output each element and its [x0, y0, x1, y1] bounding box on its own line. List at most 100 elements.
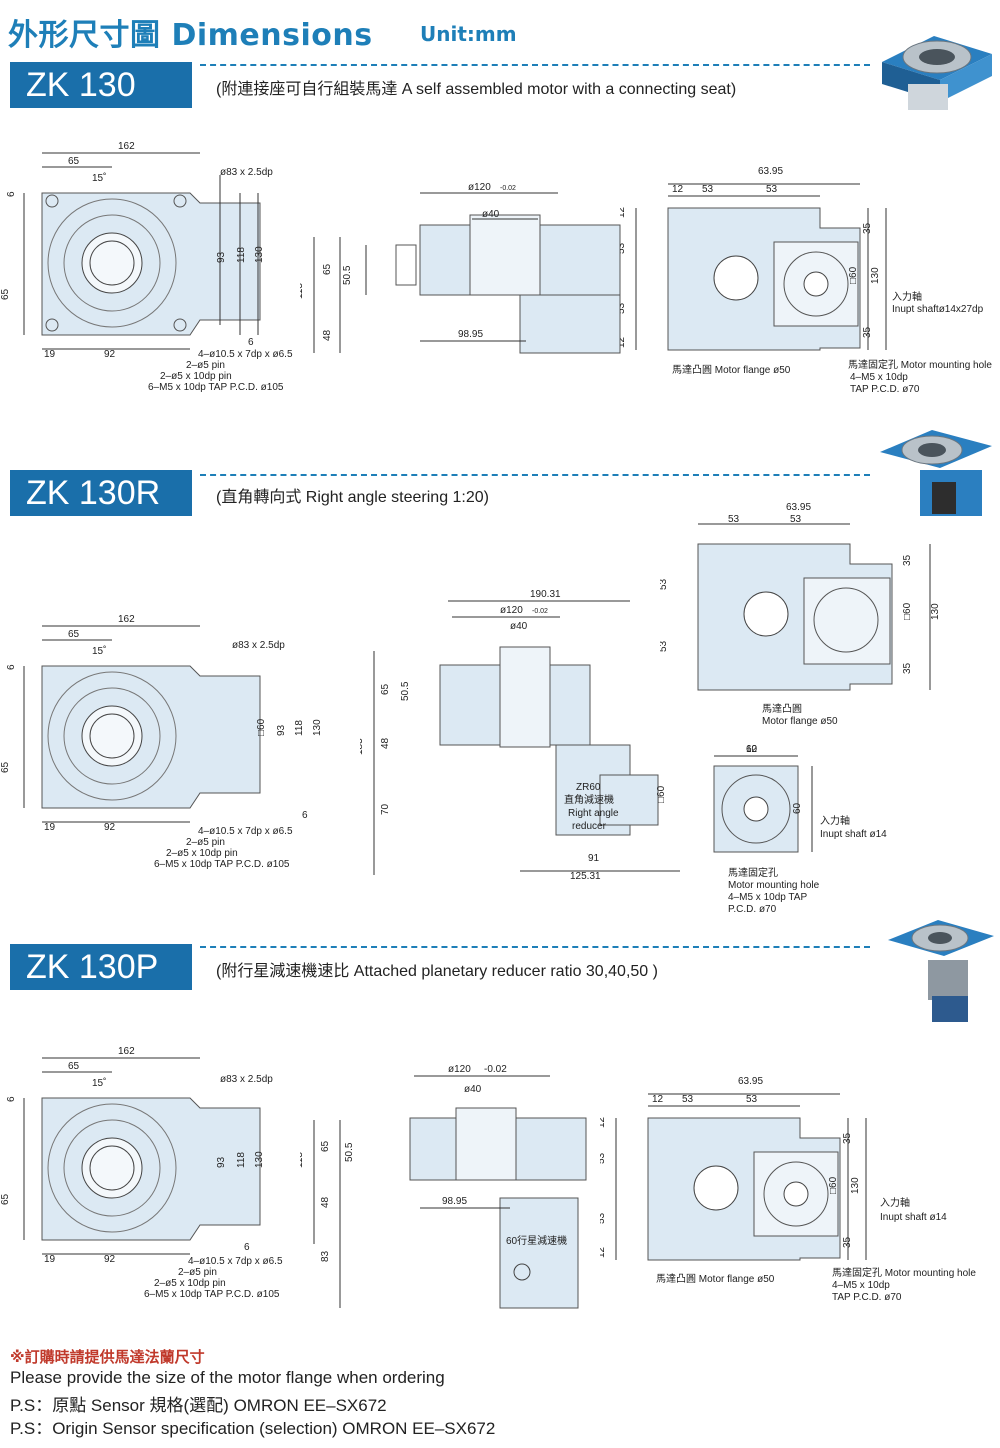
dim-text: 15˚	[92, 172, 106, 184]
model-badge-zk130: ZK 130	[10, 62, 192, 108]
dim-text: 53	[746, 1094, 758, 1105]
dim-text: 50.5	[342, 265, 353, 285]
dim-text: 92	[104, 349, 116, 360]
dim-text: 53	[600, 1152, 607, 1164]
dim-text: 118	[236, 247, 247, 263]
section-divider	[200, 64, 870, 66]
dim-text: ø83 x 2.5dp	[232, 640, 285, 651]
dim-text: 35	[842, 1236, 853, 1248]
dim-text: 35	[862, 326, 873, 338]
note-text: 4–ø10.5 x 7dp x ø6.5	[198, 349, 293, 360]
dim-text: 93	[216, 251, 227, 263]
dim-text: 65	[68, 156, 80, 167]
dim-text: 15˚	[92, 645, 106, 657]
dim-text: 65	[0, 761, 11, 773]
dim-text: 130	[870, 267, 881, 284]
model-badge-zk130r: ZK 130R	[10, 470, 192, 516]
note-text: 4–M5 x 10dp	[850, 372, 908, 383]
note-text: ZR60	[576, 782, 601, 793]
dim-text: 162	[118, 614, 135, 625]
dim-text: 53	[620, 242, 627, 254]
dim-text: 6	[244, 1242, 250, 1253]
dim-text: 65	[0, 288, 11, 300]
dim-text: 35	[842, 1132, 853, 1144]
dim-text: 98.95	[442, 1196, 467, 1207]
dim-text: 53	[766, 184, 778, 195]
dim-text: 12	[652, 1094, 664, 1105]
dim-text: □60	[256, 718, 267, 736]
note-text: P.C.D. ø70	[728, 904, 777, 915]
front-view-drawing: 162 65 15˚ ø83 x 2.5dp 6 65 □60 93 118 1…	[0, 614, 323, 870]
dim-text: 91	[588, 853, 600, 864]
note-text: 2–ø5 x 10dp pin	[160, 371, 232, 382]
dim-text: 93	[276, 724, 287, 736]
dim-text: 6	[6, 664, 17, 670]
dim-text: □60	[828, 1176, 839, 1194]
note-text: 馬達固定孔 Motor mounting hole	[848, 358, 992, 371]
dim-text: 118	[294, 720, 305, 736]
dim-text: 19	[44, 822, 56, 833]
note-text: 馬達凸圓 Motor flange ø50	[656, 1273, 775, 1285]
dim-text: 19	[44, 1254, 56, 1265]
note-text: TAP P.C.D. ø70	[850, 384, 920, 395]
note-text: 4–M5 x 10dp	[832, 1280, 890, 1291]
top-view-drawing: 63.95 53 53 53 53 35 □60 130 35 馬達凸圓 Mot…	[660, 502, 941, 727]
dim-text: 190.31	[530, 589, 561, 600]
product-photo-zk130r	[880, 430, 992, 516]
note-text: reducer	[572, 821, 607, 832]
note-text: 6–M5 x 10dp TAP P.C.D. ø105	[148, 382, 284, 393]
model-description: (附行星減速機速比 Attached planetary reducer rat…	[216, 963, 658, 980]
ps-note-cn: P.S：原點 Sensor 規格(選配) OMRON EE–SX672	[10, 1396, 387, 1415]
note-text: 入力軸	[820, 814, 850, 827]
dim-text: 162	[118, 141, 135, 152]
dim-text: 65	[0, 1193, 11, 1205]
dim-text: 53	[790, 514, 802, 525]
dim-text: 53	[728, 514, 740, 525]
dim-text: 50.5	[400, 681, 411, 701]
dim-text: 53	[682, 1094, 694, 1105]
dim-text: 35	[902, 554, 913, 566]
motor-flange-view: 12 60 60 入力軸 Inupt shaft ø14 馬達固定孔 Motor…	[713, 744, 887, 915]
dim-text: ø120	[500, 605, 523, 616]
order-note-en: Please provide the size of the motor fla…	[10, 1368, 445, 1387]
front-view-drawing: 162 65 15˚ ø83 x 2.5dp 6 65 93 118 130 1…	[0, 141, 293, 393]
dim-text: 6	[6, 1096, 17, 1102]
section-divider	[200, 474, 870, 476]
side-view-drawing: ø120 -0.02 ø40 113 65 50.5 48 98.95	[300, 182, 621, 354]
dim-text: 113	[300, 1152, 305, 1168]
front-view-drawing: 162 65 15˚ ø83 x 2.5dp 6 65 93 118 130 1…	[0, 1046, 283, 1300]
dim-text: 12	[620, 206, 627, 218]
dim-text: 65	[68, 629, 80, 640]
top-view-drawing: 63.95 12 53 53 12 53 53 12 35 □60 130 35…	[620, 166, 992, 395]
dim-text: 63.95	[738, 1076, 763, 1087]
dim-text: 6	[248, 337, 254, 348]
dim-text: 19	[44, 349, 56, 360]
note-text: 入力軸	[892, 290, 922, 303]
dim-text: ø40	[464, 1084, 482, 1095]
dim-text: 83	[320, 1250, 331, 1262]
note-text: 直角減速機	[564, 793, 614, 806]
top-view-drawing: 63.95 12 53 53 12 53 53 12 35 □60 130 35…	[600, 1076, 976, 1303]
note-text: 馬達固定孔 Motor mounting hole	[832, 1266, 976, 1279]
dim-text: 35	[902, 662, 913, 674]
dim-text: 35	[862, 222, 873, 234]
dim-text: ø120	[448, 1064, 471, 1075]
dim-text: ø40	[510, 621, 528, 632]
product-photo-zk130p	[888, 920, 994, 1022]
dim-text: 125.31	[570, 871, 601, 882]
dim-text: 48	[320, 1196, 331, 1208]
dim-text: ø83 x 2.5dp	[220, 167, 273, 178]
dim-text: 12	[600, 1116, 607, 1128]
note-text: 馬達固定孔	[728, 866, 778, 879]
dim-text: -0.02	[532, 608, 548, 615]
dim-text: 48	[380, 737, 391, 749]
note-text: Inupt shaft ø14	[820, 829, 887, 840]
note-text: 馬達凸圓 Motor flange ø50	[672, 364, 791, 376]
note-text: Motor flange ø50	[762, 716, 838, 727]
dim-text: 60	[746, 744, 758, 755]
note-text: 馬達凸圓	[762, 703, 802, 715]
dim-text: 118	[236, 1152, 247, 1168]
dim-text: ø40	[482, 209, 500, 220]
dim-text: 48	[322, 329, 333, 341]
dim-text: 53	[660, 640, 669, 652]
